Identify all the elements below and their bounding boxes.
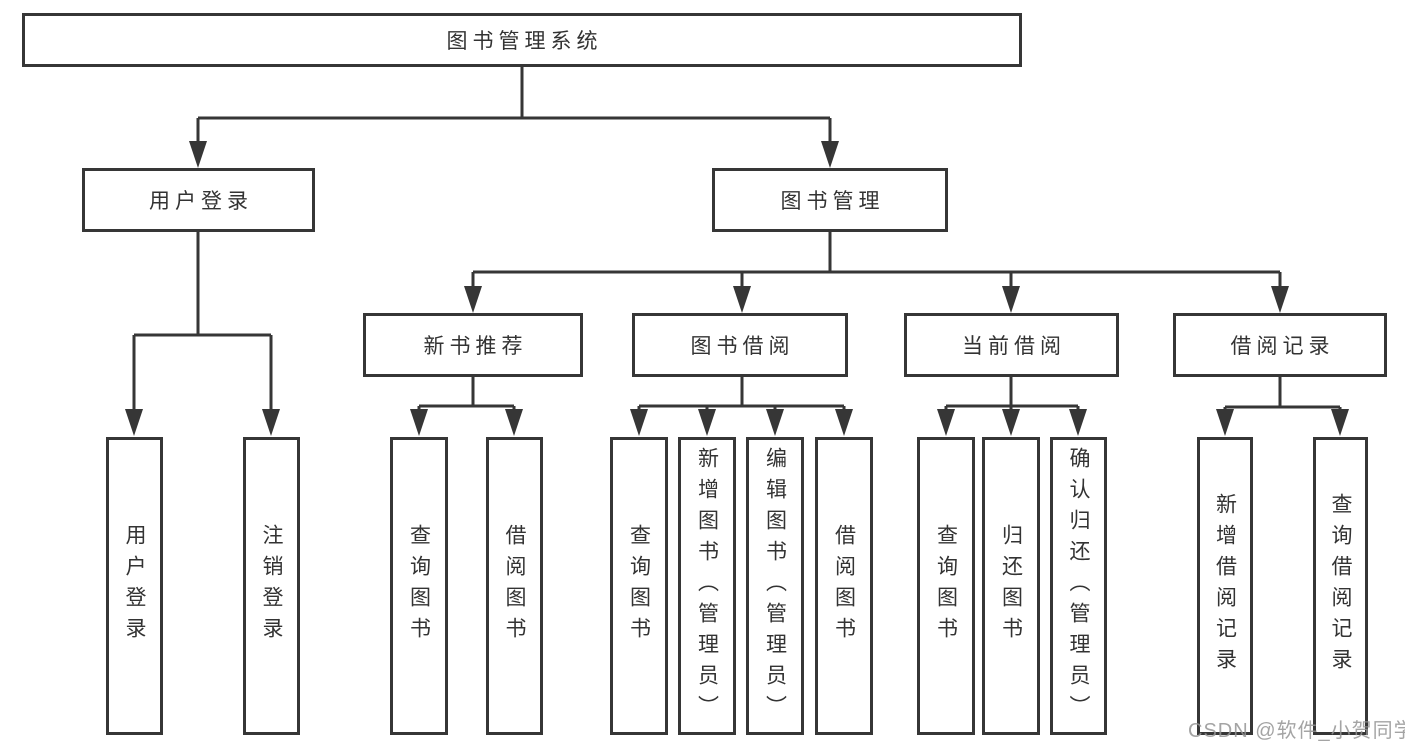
node-leaf-add-book-admin: 新增图书（管理员） (678, 437, 736, 735)
edge-current-borrow-to-leaves (937, 377, 1087, 436)
node-label: 查询借阅记录 (1329, 493, 1352, 679)
node-leaf-query-books-3: 查询图书 (917, 437, 975, 735)
node-label: 图书管理 (780, 190, 885, 213)
node-root-system: 图书管理系统 (22, 13, 1022, 67)
node-book-borrow: 图书借阅 (632, 313, 848, 377)
node-label: 用户登录 (123, 524, 146, 648)
arrow-head (835, 409, 853, 436)
arrow-head (630, 409, 648, 436)
arrow-head (262, 409, 280, 436)
node-leaf-borrow-books-2: 借阅图书 (815, 437, 873, 735)
arrow-head (410, 409, 428, 436)
arrow-head (505, 409, 523, 436)
node-label: 新书推荐 (423, 335, 528, 358)
node-label: 借阅图书 (503, 524, 526, 648)
arrow-head (1002, 286, 1020, 313)
node-label: 编辑图书（管理员） (763, 446, 787, 726)
node-label: 新增图书（管理员） (695, 446, 719, 726)
arrow-head (698, 409, 716, 436)
node-label: 图书借阅 (690, 335, 795, 358)
arrow-head (733, 286, 751, 313)
node-leaf-edit-book-admin: 编辑图书（管理员） (746, 437, 804, 735)
node-label: 查询图书 (407, 524, 431, 648)
edge-root-to-level2 (189, 67, 839, 168)
node-label: 查询图书 (627, 524, 651, 648)
node-leaf-return-book: 归还图书 (982, 437, 1040, 735)
arrow-head (1271, 286, 1289, 313)
node-current-borrow: 当前借阅 (904, 313, 1119, 377)
node-label: 借阅图书 (832, 524, 856, 648)
arrow-head (1216, 409, 1234, 436)
node-leaf-query-borrow-record: 查询借阅记录 (1313, 437, 1368, 735)
node-label: 用户登录 (149, 190, 253, 213)
node-leaf-query-books-1: 查询图书 (390, 437, 448, 735)
arrow-head (1069, 409, 1087, 436)
edge-borrow-records-to-leaves (1216, 377, 1349, 436)
arrow-head (766, 409, 784, 436)
arrow-head (189, 141, 207, 168)
edge-book-mgmt-to-level3 (464, 232, 1289, 313)
node-label: 新增借阅记录 (1213, 493, 1237, 679)
node-leaf-logout: 注销登录 (243, 437, 300, 735)
node-leaf-user-login: 用户登录 (106, 437, 163, 735)
arrow-head (464, 286, 482, 313)
arrow-head (1002, 409, 1020, 436)
node-user-login: 用户登录 (82, 168, 315, 232)
edge-new-book-rec-to-leaves (410, 377, 523, 436)
node-label: 确认归还（管理员） (1067, 446, 1090, 726)
node-label: 当前借阅 (962, 335, 1066, 358)
edge-user-login-to-leaves (125, 232, 280, 436)
csdn-watermark: CSDN @软件_小贺同学 (1188, 720, 1405, 742)
arrow-head (125, 409, 143, 436)
node-leaf-query-books-2: 查询图书 (610, 437, 668, 735)
node-new-book-rec: 新书推荐 (363, 313, 583, 377)
node-label: 归还图书 (999, 524, 1023, 648)
arrow-head (1331, 409, 1349, 436)
arrow-head (821, 141, 839, 168)
node-leaf-add-borrow-record: 新增借阅记录 (1197, 437, 1253, 735)
arrow-head (937, 409, 955, 436)
node-book-mgmt: 图书管理 (712, 168, 948, 232)
node-label: 借阅记录 (1230, 335, 1335, 358)
node-borrow-records: 借阅记录 (1173, 313, 1387, 377)
node-label: 图书管理系统 (446, 30, 603, 53)
node-leaf-borrow-books-1: 借阅图书 (486, 437, 543, 735)
edge-book-borrow-to-leaves (630, 377, 853, 436)
node-label: 查询图书 (934, 524, 958, 648)
node-leaf-confirm-return-admin: 确认归还（管理员） (1050, 437, 1107, 735)
node-label: 注销登录 (260, 524, 283, 648)
